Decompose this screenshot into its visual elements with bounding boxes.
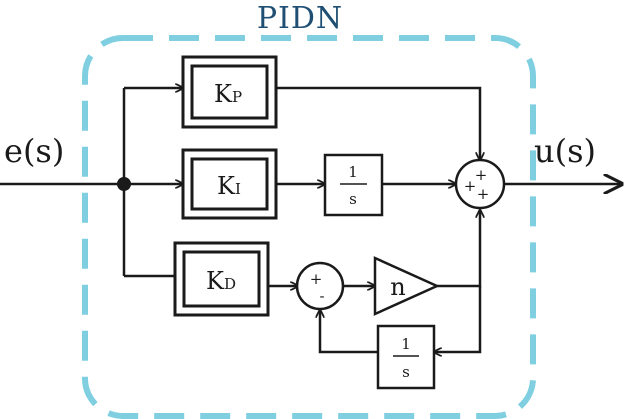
kp-output-arrow [276,86,480,160]
svg-text:KI: KI [217,172,241,200]
svg-text:KD: KD [206,267,236,295]
n-output-arrow [437,210,480,288]
sum-sign-left: + [464,177,477,195]
input-label: e(s) [4,132,64,170]
ki-block: KI [181,148,278,220]
main-sum-junction: + + + [454,158,506,210]
output-label: u(s) [534,132,596,170]
svg-text:KP: KP [214,80,242,108]
dsum-sign-plus: + [310,270,323,288]
kd-subscript: D [224,275,236,293]
sum-sign-top: + [475,166,488,184]
ki-label: K [217,172,236,200]
integrator-block: 1 s [323,153,384,217]
kp-subscript: P [232,88,242,106]
filter-gain-label: n [390,273,405,301]
kd-label: K [206,267,225,295]
kp-block: KP [181,55,278,129]
kd-block: KD [173,241,270,317]
sum-sign-bottom: + [477,185,490,203]
pidn-frame [82,35,536,419]
filter-integrator-denominator: s [402,363,410,381]
integrator-denominator: s [349,190,357,208]
ki-subscript: I [235,180,241,198]
kp-label: K [214,80,233,108]
integrator-numerator: 1 [348,163,358,181]
dsum-sign-minus: - [319,287,324,305]
filter-integrator-numerator: 1 [401,335,411,353]
junction-dot [117,177,131,191]
filter-integrator-block: 1 s [376,324,436,390]
feedback-down-arrow [434,286,482,352]
feedback-return-arrow [320,310,378,354]
filter-gain-block: n [373,256,441,316]
derivative-sum-junction: + - [295,261,345,311]
block-title: PIDN [257,1,343,36]
